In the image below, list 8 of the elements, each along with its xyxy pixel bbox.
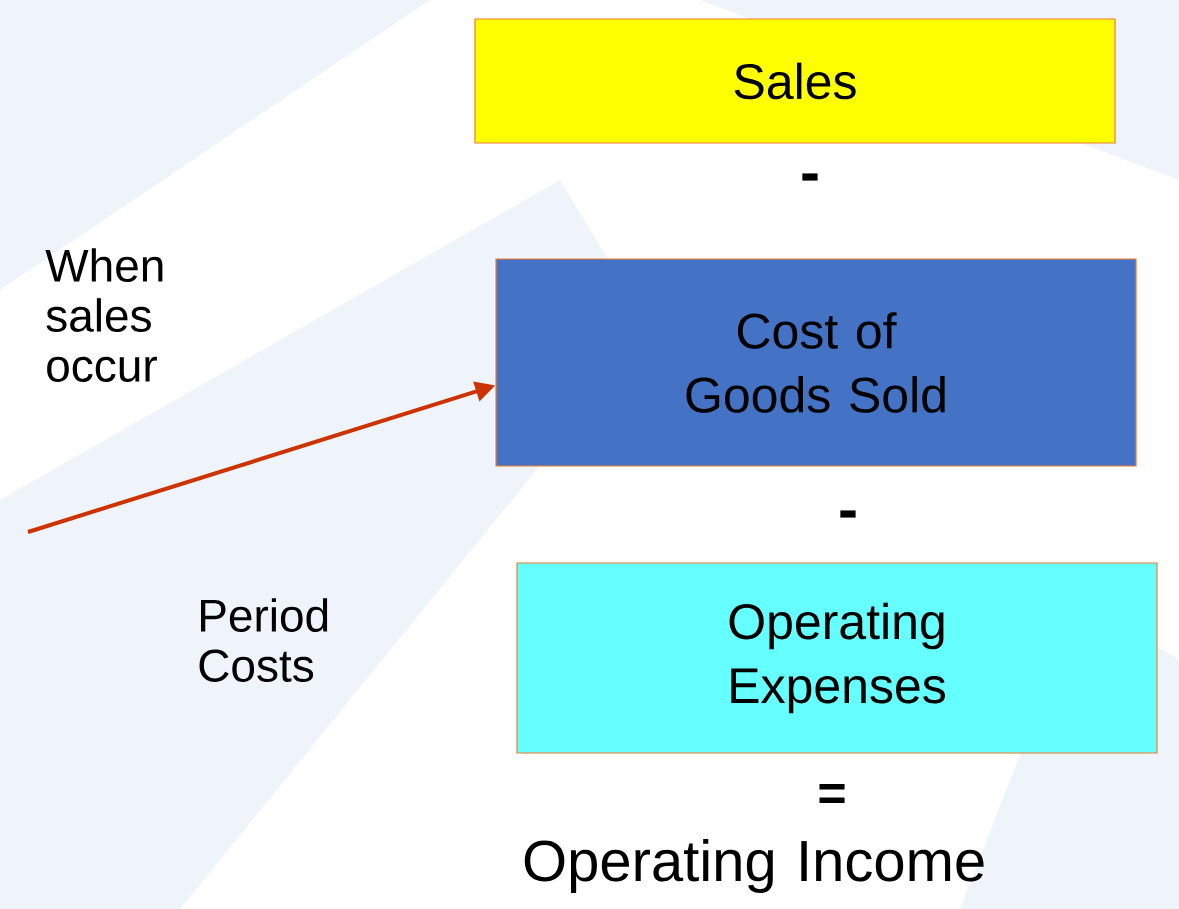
text-label: When sales occur [45,248,163,382]
text-label: Period Costs [199,598,328,682]
text-box: Sales [474,18,1116,144]
text-label: Operating Income [524,838,984,893]
text-box: Cost of Goods Sold [495,258,1137,467]
text-box: Operating Expenses [516,562,1158,754]
operator-sign: - [840,510,856,518]
operator-sign: - [802,173,818,181]
